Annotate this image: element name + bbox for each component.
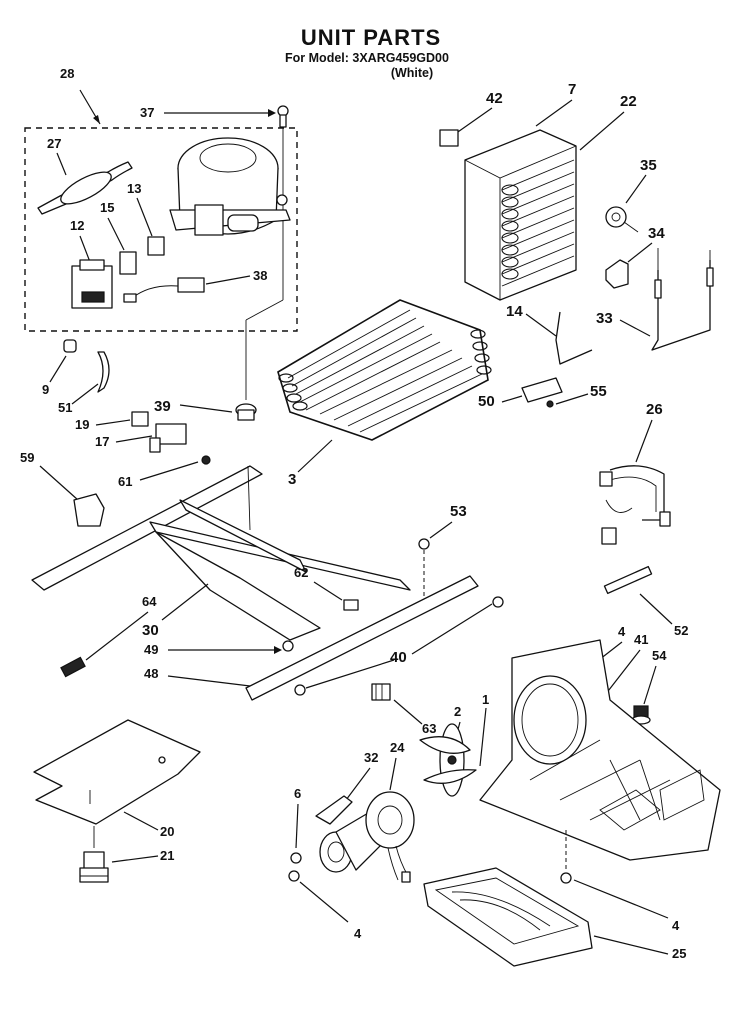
- base-frame-rails-icon: [31, 465, 479, 701]
- callout-39: 39: [154, 398, 171, 415]
- model-line: For Model: 3XARG459GD00: [285, 51, 449, 65]
- callout-19: 19: [75, 417, 89, 432]
- callout-55: 55: [590, 383, 607, 400]
- callout-22: 22: [620, 93, 637, 110]
- callout-21: 21: [160, 848, 174, 863]
- callout-48: 48: [144, 666, 158, 681]
- callout-1: 1: [482, 692, 489, 707]
- compressor-kit-box: [24, 127, 298, 332]
- arrow-28: [93, 115, 100, 124]
- callout-32: 32: [364, 750, 378, 765]
- filter-drier-icon: [37, 161, 133, 215]
- fan-motor-icon: [315, 791, 415, 883]
- screw-4c-icon: [560, 872, 572, 884]
- screw-53-icon: [418, 538, 430, 550]
- plug-9-icon: [63, 339, 77, 353]
- compressor-icon: [169, 137, 291, 236]
- callout-15: 15: [100, 200, 114, 215]
- callout-3: 3: [288, 471, 296, 488]
- callout-24: 24: [390, 740, 405, 755]
- tie-52-icon: [603, 565, 653, 595]
- callout-49: 49: [144, 642, 158, 657]
- callout-4-right: 4: [672, 918, 680, 933]
- clip-42-icon: [439, 129, 459, 147]
- bolt-37-icon: [277, 105, 289, 128]
- drain-pan-icon: [423, 867, 593, 967]
- callout-7: 7: [568, 81, 576, 98]
- callout-35: 35: [640, 157, 657, 174]
- callout-61: 61: [118, 474, 132, 489]
- callout-4-bottom: 4: [354, 926, 362, 941]
- callout-2: 2: [454, 704, 461, 719]
- callout-51: 51: [58, 400, 72, 415]
- leveling-foot-21-icon: [79, 851, 109, 883]
- capacitor-17-icon: [149, 423, 187, 453]
- callout-64: 64: [142, 594, 157, 609]
- fitting-63-icon: [371, 683, 391, 701]
- tube-51-icon: [97, 351, 110, 393]
- callout-62: 62: [294, 565, 308, 580]
- callout-59: 59: [20, 450, 34, 465]
- bracket-59-icon: [73, 493, 105, 527]
- callout-42: 42: [486, 90, 503, 107]
- callout-9: 9: [42, 382, 49, 397]
- callout-38: 38: [253, 268, 267, 283]
- screw-49-icon: [282, 640, 294, 652]
- wire-harness-icon: [599, 465, 671, 545]
- callout-34: 34: [648, 225, 665, 242]
- screw-4b-icon: [288, 870, 300, 882]
- callout-27: 27: [47, 136, 61, 151]
- callout-33: 33: [596, 310, 613, 327]
- part-62-icon: [343, 599, 359, 611]
- callout-25: 25: [672, 946, 686, 961]
- part-19-icon: [131, 411, 149, 427]
- callout-54: 54: [652, 648, 667, 663]
- callout-30: 30: [142, 622, 159, 639]
- callout-17: 17: [95, 434, 109, 449]
- callout-26: 26: [646, 401, 663, 418]
- heater-tube-33-icon: [651, 248, 714, 351]
- screw-40-icon: [294, 684, 306, 696]
- screw-6-icon: [290, 852, 302, 864]
- cover-plate-20-icon: [33, 719, 201, 848]
- callout-13: 13: [127, 181, 141, 196]
- callout-41: 41: [634, 632, 648, 647]
- callout-37: 37: [140, 105, 154, 120]
- clip-34-icon: [605, 259, 629, 289]
- tube-14-icon: [555, 311, 593, 365]
- callout-12: 12: [70, 218, 84, 233]
- callout-6: 6: [294, 786, 301, 801]
- fan-blade-icon: [419, 723, 477, 797]
- color-line: (White): [391, 66, 433, 80]
- bracket-50-icon: [521, 377, 563, 403]
- callout-20: 20: [160, 824, 174, 839]
- callout-52: 52: [674, 623, 688, 638]
- callout-53: 53: [450, 503, 467, 520]
- callout-40: 40: [390, 649, 407, 666]
- part-64-icon: [60, 656, 86, 678]
- callout-50: 50: [478, 393, 495, 410]
- evaporator-coil-icon: [464, 129, 577, 301]
- grommet-39-icon: [235, 403, 257, 421]
- page-title: UNIT PARTS: [301, 25, 441, 50]
- callout-28: 28: [60, 66, 74, 81]
- fan-bracket-icon: [479, 639, 721, 870]
- callout-63: 63: [422, 721, 436, 736]
- relay-icon: [71, 259, 113, 309]
- callout-14: 14: [506, 303, 523, 320]
- callout-4-top: 4: [618, 624, 626, 639]
- condenser-coil-icon: [277, 299, 492, 441]
- overload-icon: [119, 251, 137, 275]
- relay-cover-icon: [147, 236, 165, 256]
- thermostat-35-icon: [605, 206, 639, 233]
- wire-harness-38-icon: [123, 277, 205, 303]
